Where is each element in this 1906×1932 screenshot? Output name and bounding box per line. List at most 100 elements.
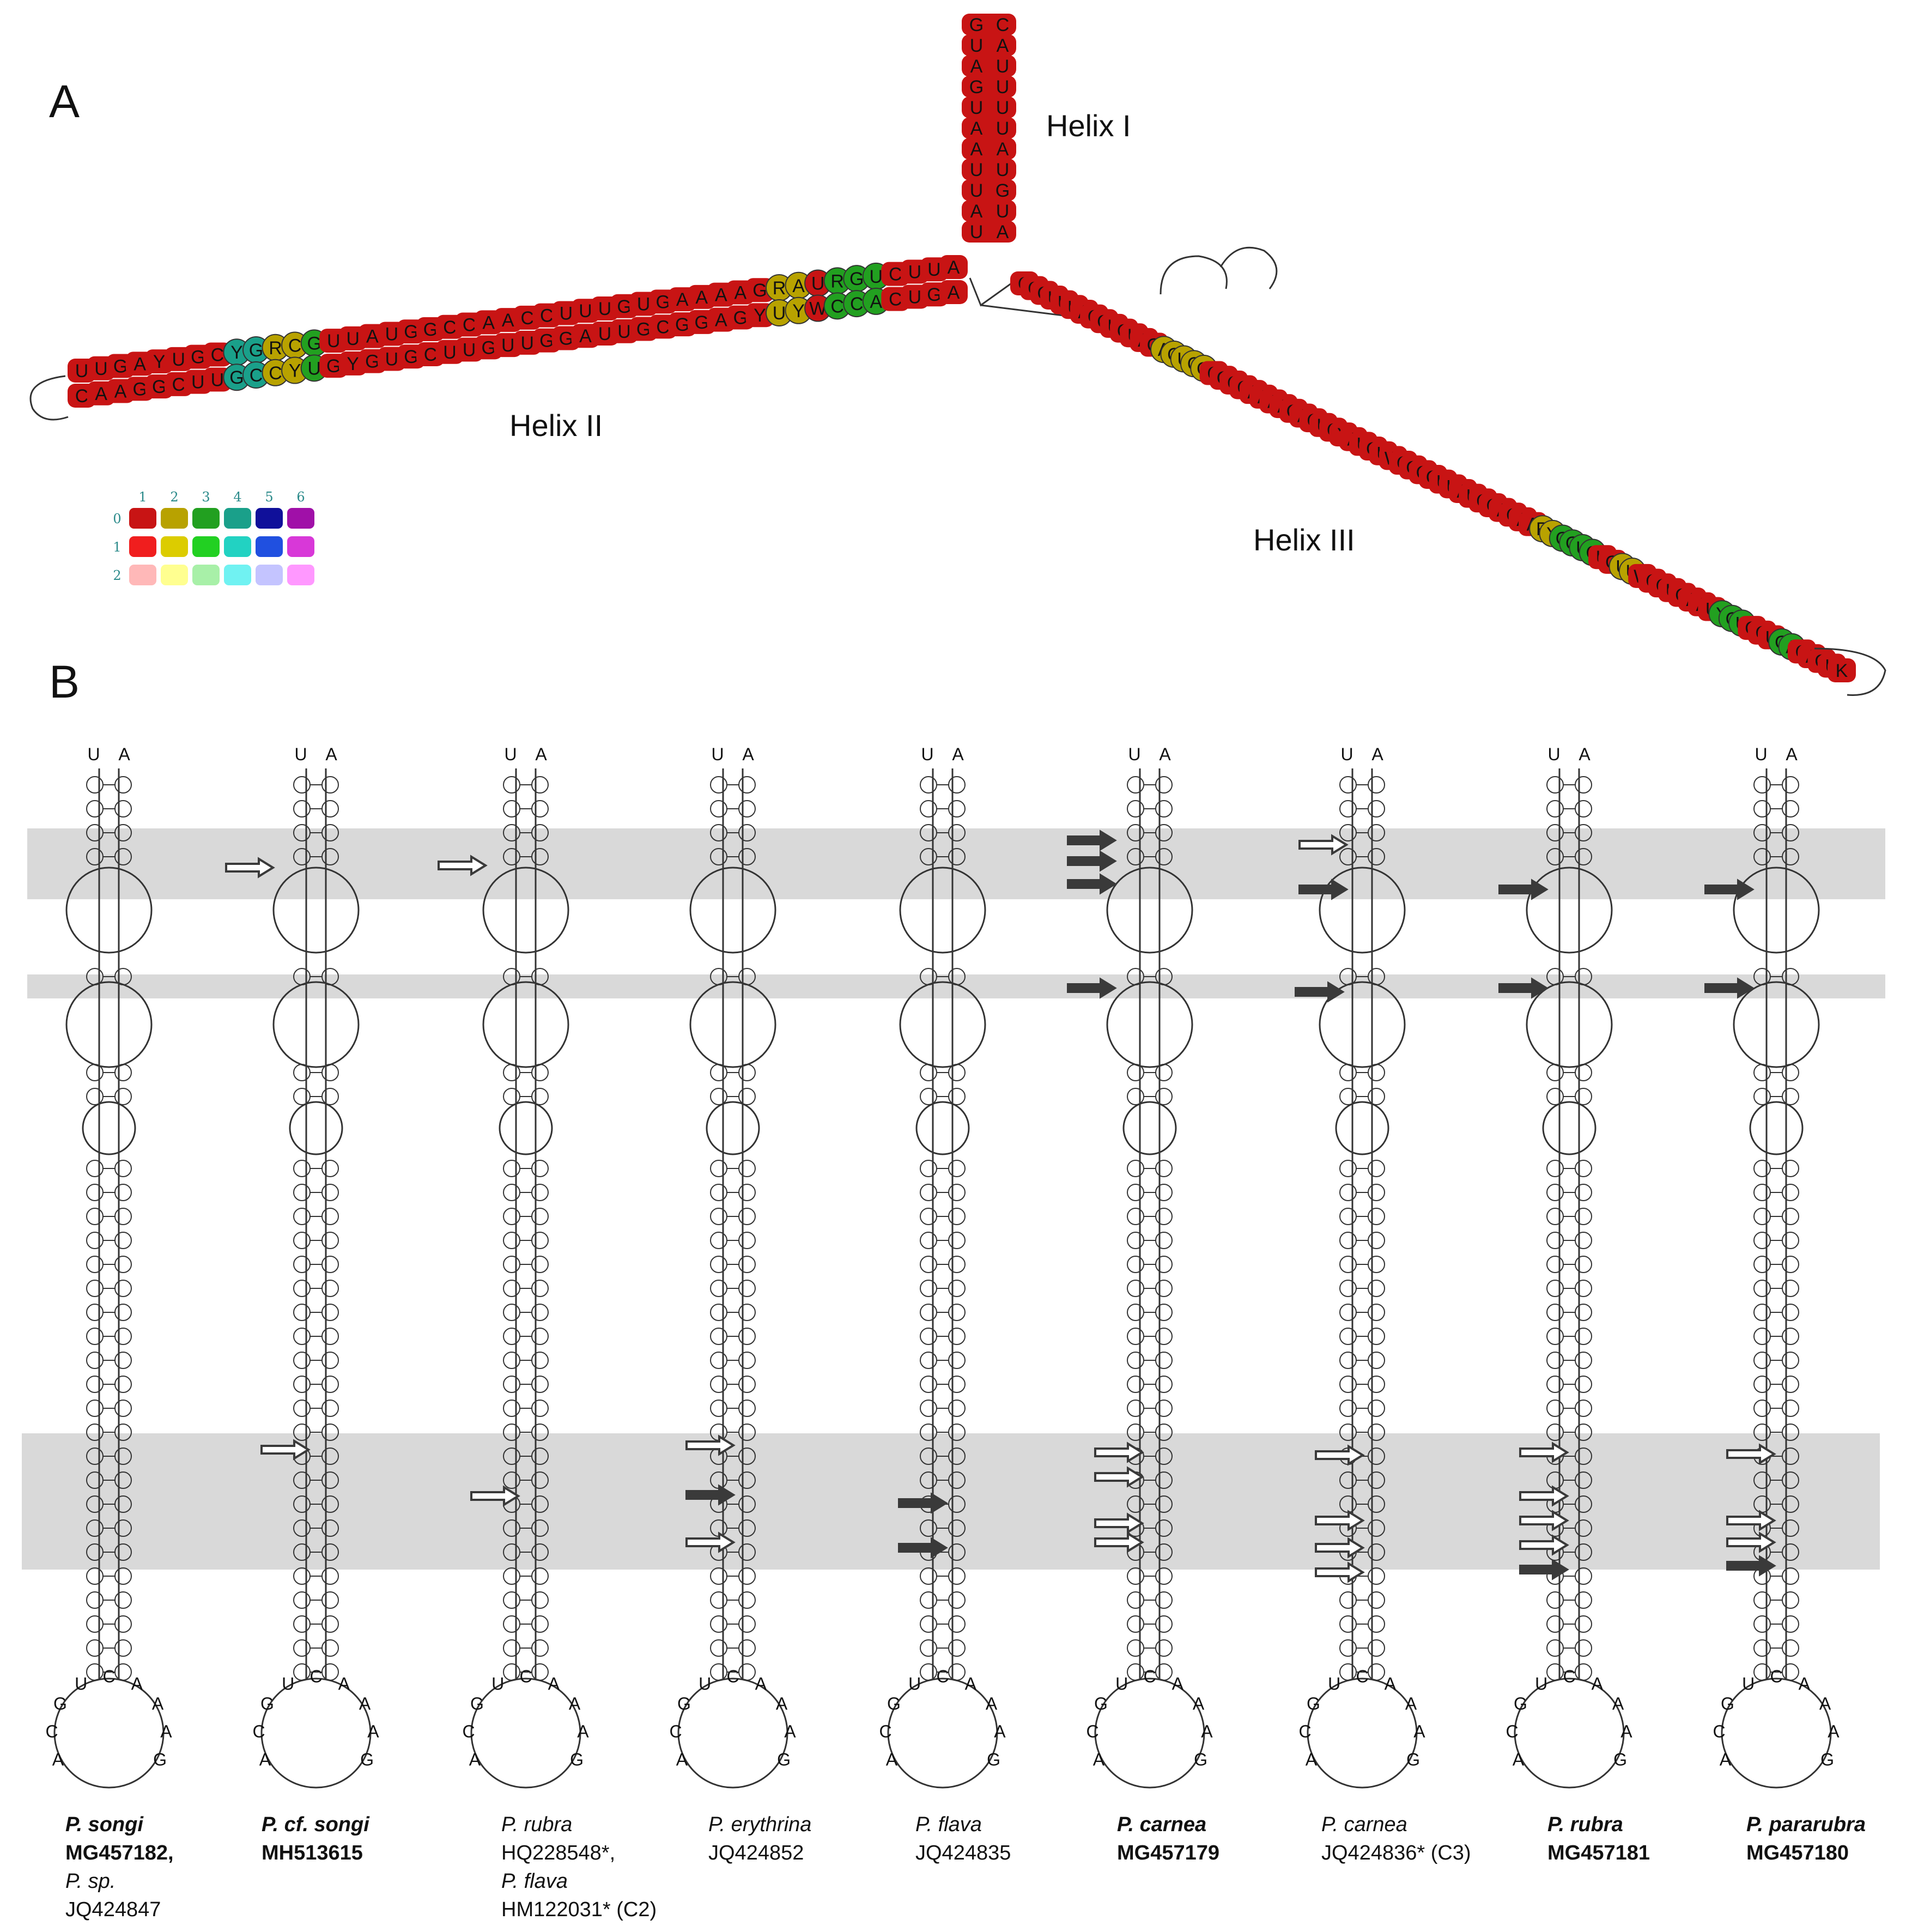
cbc-arrow-filled	[1519, 1559, 1569, 1580]
nucleotide-letter: U	[908, 1674, 921, 1693]
legend-swatch	[287, 565, 314, 585]
nucleotide-letter: A	[338, 1674, 350, 1693]
nucleotide-letter: G	[113, 356, 128, 377]
cbc-arrow-outline	[1519, 1510, 1569, 1531]
nucleotide-letter: A	[366, 326, 379, 347]
nucleotide-letter: U	[560, 303, 573, 324]
nucleotide-letter: G	[132, 379, 147, 399]
nucleotide-letter: A	[1159, 744, 1171, 764]
nucleotide-letter: G	[1514, 1694, 1527, 1713]
nucleotide-letter: A	[997, 139, 1009, 160]
nucleotide-letter: U	[908, 262, 922, 282]
nucleotide-letter: U	[327, 331, 341, 352]
legend-column-label: 5	[265, 489, 273, 505]
nucleotide-letter: C	[250, 365, 263, 386]
legend-column-label: 4	[233, 489, 241, 505]
nucleotide-letter: C	[936, 1667, 949, 1686]
nucleotide-letter: A	[160, 1722, 172, 1741]
helix-iii-terminal-loop	[1814, 647, 1886, 696]
helix-ii-terminal-loop	[29, 375, 69, 421]
nucleotide-letter: U	[970, 160, 984, 180]
nucleotide-letter: G	[307, 333, 321, 354]
legend-row-label: 1	[113, 540, 121, 555]
nucleotide-letter: C	[172, 374, 185, 395]
nucleotide-letter: A	[986, 1694, 998, 1713]
nucleotide-letter: G	[470, 1694, 484, 1713]
legend-column-label: 6	[296, 489, 305, 505]
base-pair	[962, 200, 1016, 222]
nucleotide-letter: C	[519, 1667, 532, 1686]
species-line1: P. flava	[915, 1813, 982, 1836]
nucleotide-letter: U	[637, 294, 651, 315]
nucleotide-letter: A	[1786, 744, 1798, 764]
legend-column-label: 3	[202, 489, 210, 505]
nucleotide-letter: U	[520, 333, 534, 354]
nucleotide-letter: W	[809, 299, 827, 319]
nucleotide-letter: G	[1307, 1694, 1320, 1713]
nucleotide-letter: C	[463, 315, 476, 336]
base-pair	[962, 138, 1016, 160]
legend-swatch	[224, 508, 251, 529]
nucleotide-letter: U	[598, 299, 612, 319]
legend-swatch	[192, 508, 220, 529]
cbc-arrow-filled	[1704, 977, 1755, 999]
species-line1: P. songi	[65, 1813, 144, 1836]
cbc-arrow-outline	[1315, 1561, 1365, 1583]
nucleotide-letter: C	[1143, 1667, 1156, 1686]
nucleotide-letter: A	[482, 312, 495, 333]
nucleotide-letter: G	[655, 292, 670, 312]
nucleotide-letter: C	[309, 1667, 322, 1686]
cbc-arrow-outline	[225, 857, 275, 879]
nucleotide-letter: U	[463, 340, 476, 361]
nucleotide-letter: R	[269, 338, 282, 359]
nucleotide-letter: C	[670, 1722, 682, 1741]
nucleotide-letter: A	[1413, 1722, 1425, 1741]
nucleotide-letter: U	[579, 301, 592, 322]
nucleotide-letter: G	[887, 1694, 901, 1713]
cbc-arrow-outline	[1726, 1531, 1776, 1553]
nucleotide-letter: A	[1720, 1750, 1732, 1770]
nucleotide-letter: A	[755, 1674, 767, 1693]
legend-swatch	[224, 565, 251, 585]
cbc-arrow-outline	[1094, 1531, 1144, 1553]
junction-lines	[969, 277, 1069, 317]
legend-swatch	[161, 565, 188, 585]
nucleotide-letter: G	[404, 322, 418, 342]
cbc-arrow-outline	[1315, 1510, 1365, 1531]
nucleotide-letter: A	[970, 201, 983, 222]
cbc-arrows	[225, 829, 1776, 1583]
nucleotide-letter: A	[1612, 1694, 1624, 1713]
nucleotide-letter: C	[879, 1722, 892, 1741]
helix-iii-label: Helix III	[1253, 523, 1355, 557]
nucleotide-letter: U	[711, 744, 724, 764]
nucleotide-letter: A	[367, 1722, 379, 1741]
nucleotide-letter: C	[520, 308, 534, 329]
nucleotide-letter: A	[970, 56, 983, 77]
species-line2: JQ424836* (C3)	[1321, 1842, 1471, 1864]
cbc-arrow-outline	[1519, 1485, 1569, 1507]
nucleotide-letter: U	[346, 329, 360, 349]
nucleotide-letter: C	[443, 317, 457, 338]
nucleotide-letter: C	[46, 1722, 58, 1741]
nucleotide-letter: U	[773, 303, 786, 324]
nucleotide-letter: U	[87, 744, 100, 764]
nucleotide-letter: G	[365, 352, 379, 372]
nucleotide-letter: C	[288, 336, 302, 356]
nucleotide-letter: A	[535, 744, 547, 764]
nucleotide-letter: A	[870, 292, 882, 312]
nucleotide-letter: U	[927, 259, 941, 280]
legend-swatch	[287, 508, 314, 529]
nucleotide-letter: C	[269, 363, 282, 384]
cbc-arrow-filled	[1067, 850, 1117, 872]
nucleotide-letter: A	[95, 384, 107, 404]
cbc-arrow-filled	[898, 1492, 948, 1514]
nucleotide-letter: Y	[230, 342, 243, 363]
species-line3: P. sp.	[65, 1870, 116, 1893]
nucleotide-letter: U	[617, 322, 631, 342]
nucleotide-letter: U	[94, 359, 108, 379]
